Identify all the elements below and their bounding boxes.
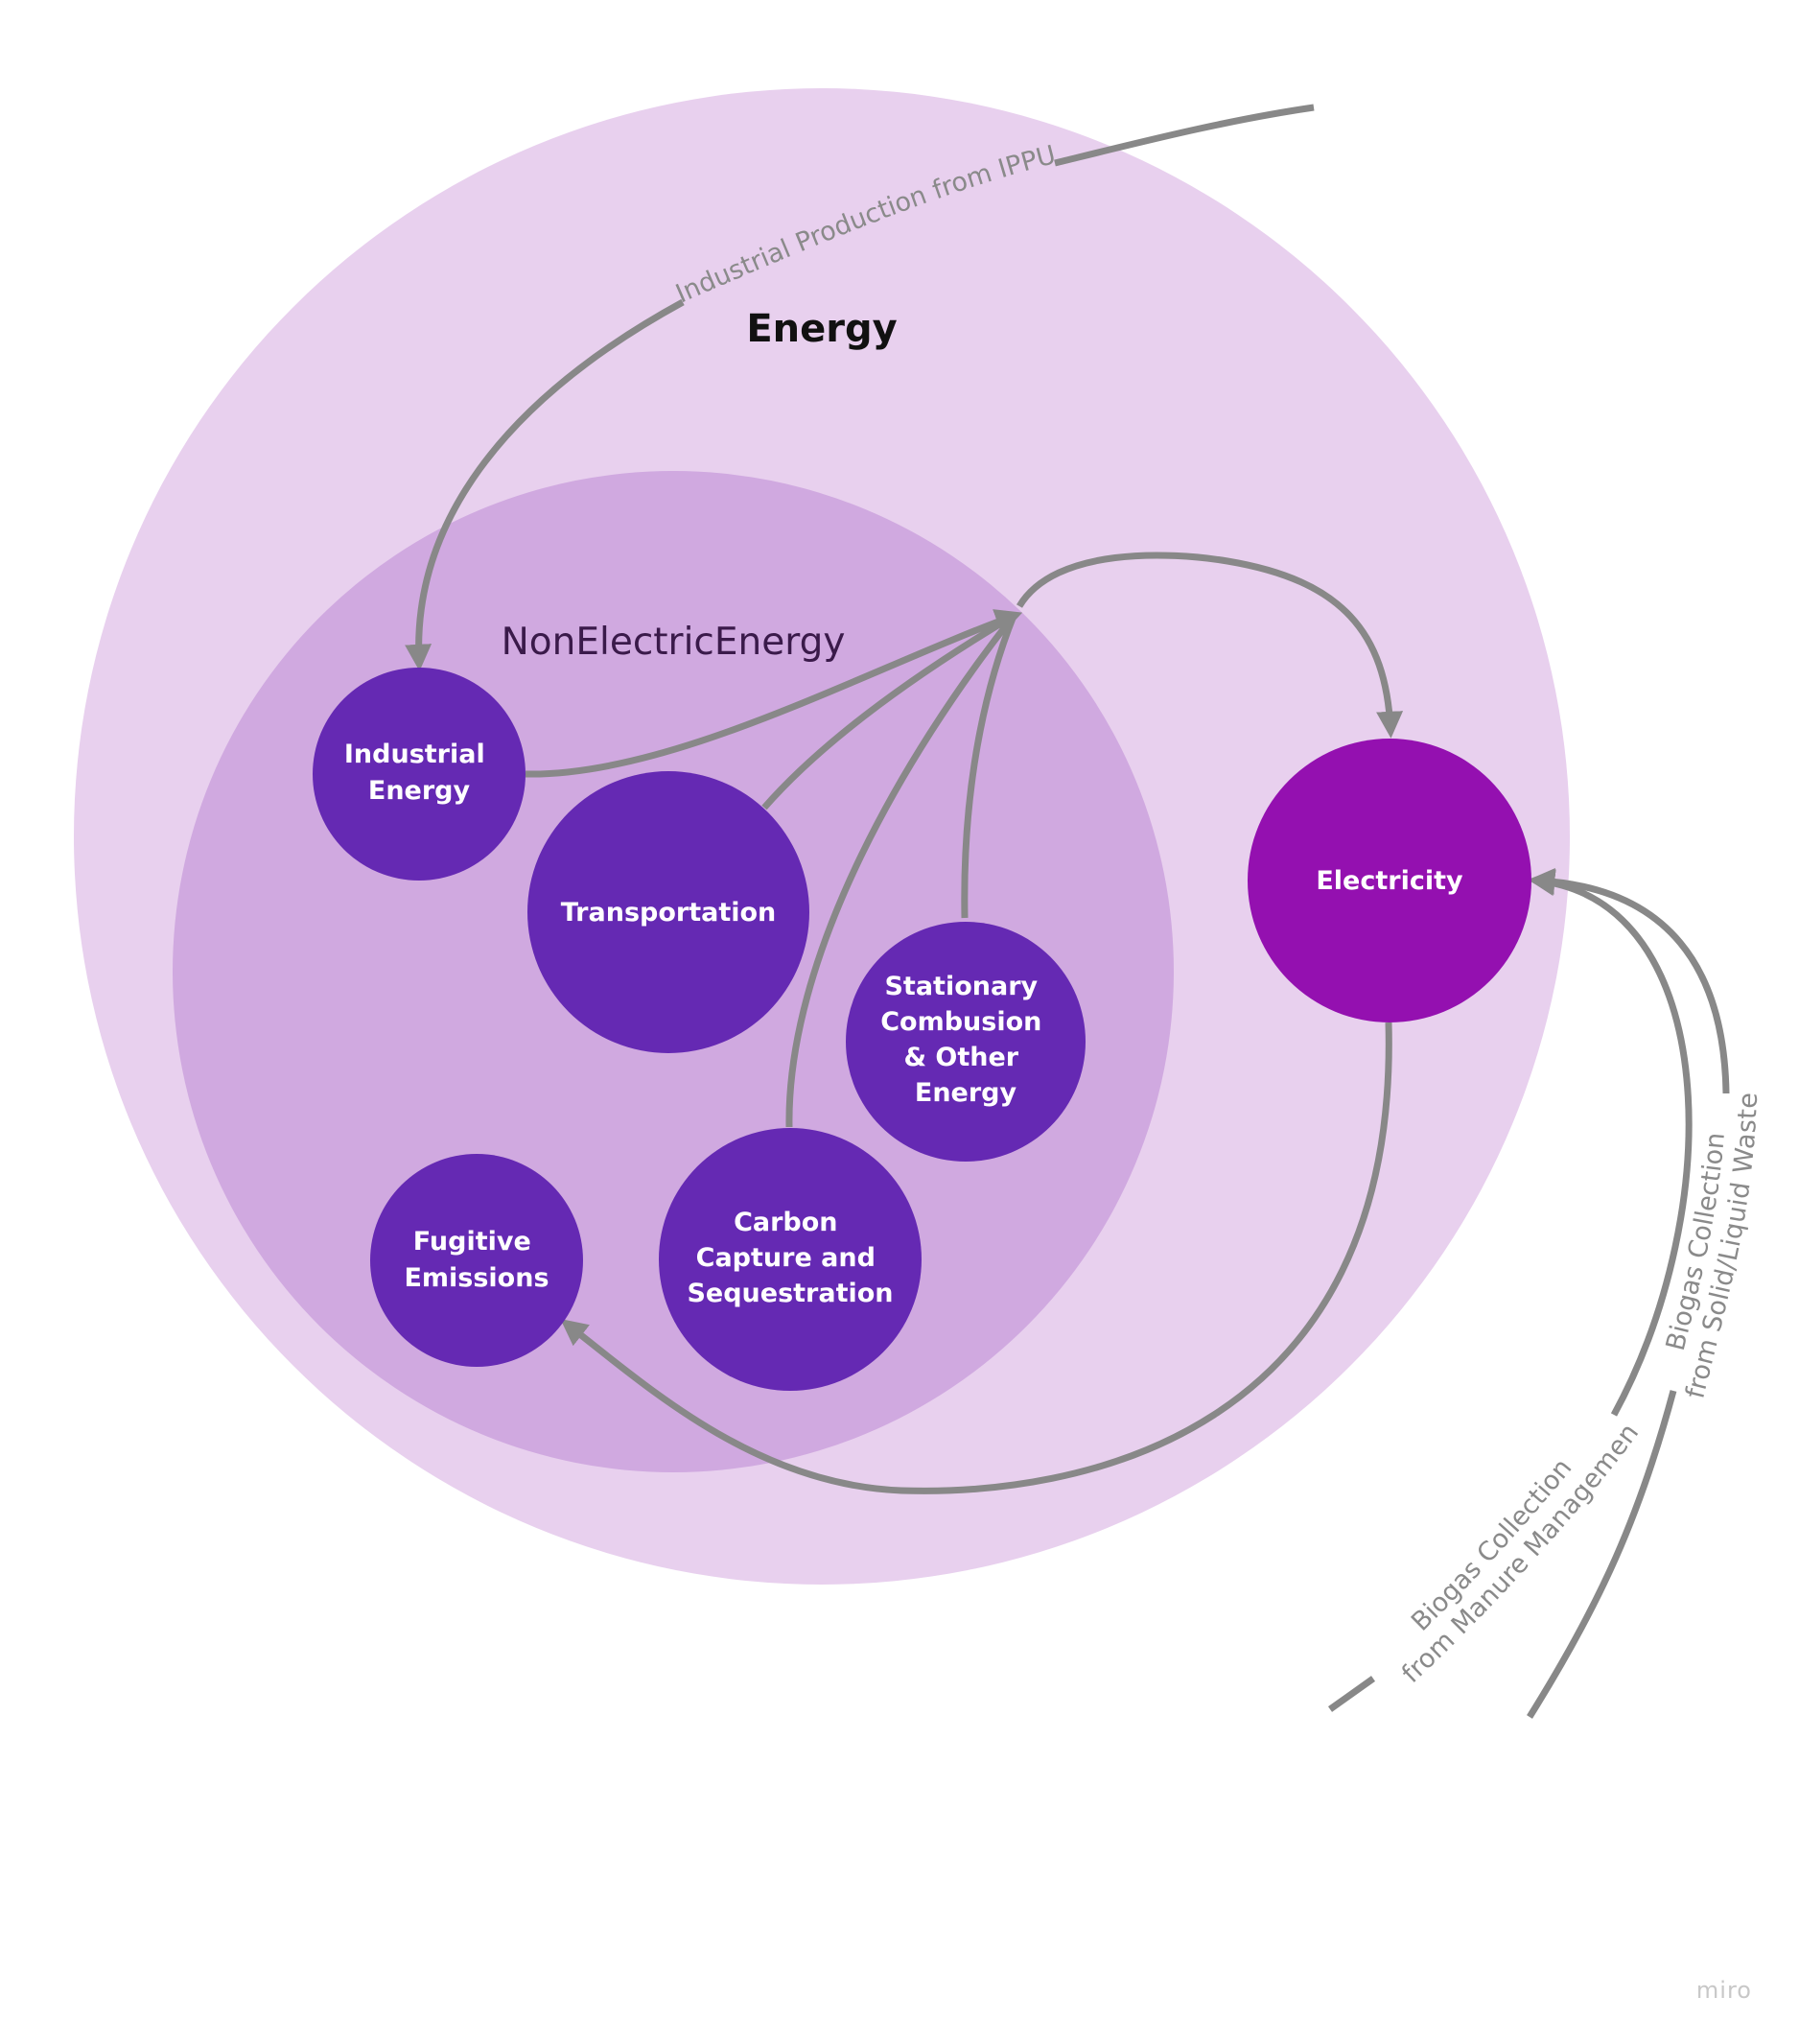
node-stationary-line2: Combusion [880,1007,1041,1037]
node-electricity-circle [1248,739,1531,1022]
node-carbon-capture-circle [659,1128,922,1391]
edge-manure-line-bottom [1327,1676,1376,1712]
node-industrial-energy-label: Industrial Energy [344,740,494,806]
node-stationary-combustion-circle [846,922,1086,1162]
edge-industrial-to-hub[interactable] [525,609,1023,778]
node-electricity-line1: Electricity [1316,866,1463,896]
node-fugitive-line2: Emissions [404,1263,549,1293]
node-industrial-energy-circle [313,668,526,881]
edge-ippu-to-industrial-energy[interactable] [405,298,685,671]
node-transportation-line1: Transportation [561,898,777,928]
node-carbon-capture-line2: Capture and [696,1243,876,1273]
node-stationary-line1: Stationary [884,972,1038,1001]
node-transportation-circle [527,771,809,1053]
node-electricity-label: Electricity [1316,866,1463,896]
edge-electricity-to-fugitive[interactable] [560,1022,1392,1494]
node-stationary-combustion-label: Stationary Combusion & Other Energy [880,972,1051,1108]
node-fugitive-line1: Fugitive [413,1227,531,1257]
node-industrial-energy[interactable]: Industrial Energy [313,668,526,881]
node-fugitive-emissions-label: Fugitive Emissions [404,1227,549,1293]
node-transportation[interactable]: Transportation [527,771,809,1053]
node-stationary-line3: & Other [903,1043,1018,1072]
energy-group-title: Energy [746,307,897,351]
node-stationary-line4: Energy [915,1078,1017,1108]
edge-ippu-line-right [1054,104,1315,167]
node-industrial-energy-line2: Energy [368,776,471,806]
node-carbon-capture[interactable]: Carbon Capture and Sequestration [659,1128,922,1391]
node-fugitive-emissions-circle [370,1154,583,1367]
node-electricity[interactable]: Electricity [1248,739,1531,1022]
node-transportation-label: Transportation [561,898,777,928]
edge-hub-to-electricity[interactable] [1016,552,1404,739]
flow-edges [405,104,1730,1719]
edge-transportation-to-hub[interactable] [761,612,1016,811]
edge-carbon-capture-to-hub[interactable] [785,613,1016,1128]
edge-waste-to-electricity[interactable] [1528,867,1730,1094]
node-industrial-energy-line1: Industrial [344,740,485,769]
nonelectric-group-title: NonElectricEnergy [502,621,846,664]
edge-stationary-to-hub[interactable] [961,614,1017,919]
node-fugitive-emissions[interactable]: Fugitive Emissions [370,1154,583,1367]
node-carbon-capture-label: Carbon Capture and Sequestration [687,1208,893,1308]
node-carbon-capture-line3: Sequestration [687,1279,893,1308]
node-stationary-combustion[interactable]: Stationary Combusion & Other Energy [846,922,1086,1162]
edge-waste-line-bottom [1527,1390,1677,1719]
node-carbon-capture-line1: Carbon [734,1208,837,1237]
miro-watermark: miro [1696,1977,1752,2004]
edge-manure-to-electricity[interactable] [1528,869,1693,1417]
